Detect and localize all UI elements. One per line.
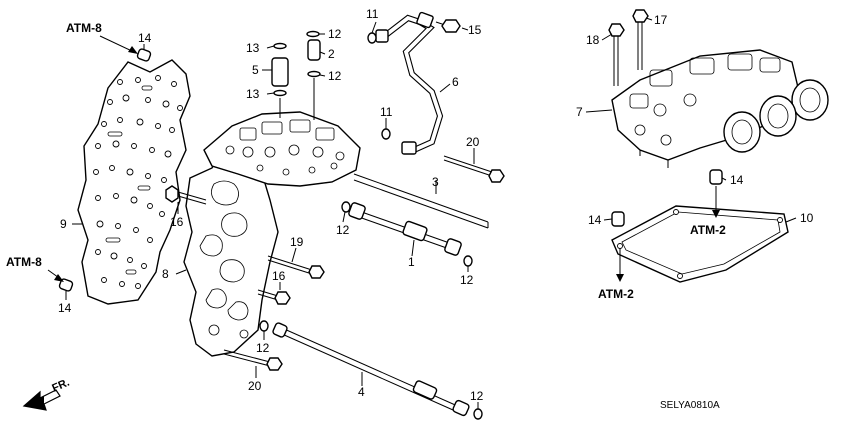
front-direction-arrow: FR. bbox=[22, 377, 71, 411]
callout-3: 3 bbox=[432, 175, 439, 189]
o-ring-12a bbox=[306, 30, 320, 38]
o-ring-12e bbox=[259, 320, 269, 332]
o-ring-12c bbox=[341, 201, 351, 213]
dowel-pin-right-lower bbox=[611, 211, 625, 227]
callout-12-e: 12 bbox=[256, 341, 270, 355]
callout-16-lower: 16 bbox=[272, 269, 286, 283]
callout-13-b: 13 bbox=[246, 87, 260, 101]
callout-14-bottom: 14 bbox=[58, 301, 72, 315]
callout-11-top: 11 bbox=[366, 7, 379, 21]
o-ring-12f bbox=[473, 408, 483, 420]
callout-14-top: 14 bbox=[138, 31, 152, 45]
callout-1: 1 bbox=[408, 255, 415, 269]
callout-18: 18 bbox=[586, 33, 600, 47]
dowel-pin-bottom bbox=[58, 278, 74, 292]
callout-17: 17 bbox=[654, 13, 668, 27]
callout-12-a: 12 bbox=[328, 27, 342, 41]
valve-body-housing bbox=[183, 149, 279, 357]
dowel-pin-right-upper bbox=[709, 169, 723, 185]
callout-14-right-upper: 14 bbox=[730, 173, 744, 187]
callout-12-d: 12 bbox=[460, 273, 474, 287]
callout-14-right-lower: 14 bbox=[588, 213, 602, 227]
callout-11-mid: 11 bbox=[380, 105, 393, 119]
callout-8: 8 bbox=[162, 267, 169, 281]
gasket-10 bbox=[611, 205, 789, 283]
ref-atm8-bottom: ATM-8 bbox=[6, 255, 42, 269]
callout-4: 4 bbox=[358, 385, 365, 399]
callout-12-b: 12 bbox=[328, 69, 342, 83]
callout-12-f: 12 bbox=[470, 389, 484, 403]
ref-atm8-top: ATM-8 bbox=[66, 21, 102, 35]
pipe-4 bbox=[272, 322, 470, 417]
bolt-17 bbox=[632, 9, 649, 70]
diagram-code: SELYA0810A bbox=[660, 400, 720, 411]
o-ring-12d bbox=[463, 255, 473, 267]
valve-2 bbox=[307, 39, 321, 61]
fr-label: FR. bbox=[50, 377, 71, 395]
separator-plate bbox=[77, 59, 191, 305]
pipe-assembly-1 bbox=[348, 202, 462, 256]
callout-2: 2 bbox=[328, 47, 335, 61]
callout-12-c: 12 bbox=[336, 223, 350, 237]
ref-atm2-right: ATM-2 bbox=[690, 223, 726, 237]
washer-11a bbox=[367, 32, 377, 44]
upper-valve-body bbox=[203, 111, 361, 187]
callout-15: 15 bbox=[468, 23, 482, 37]
callout-5: 5 bbox=[252, 63, 259, 77]
callout-20-lower: 20 bbox=[248, 379, 262, 393]
bolt-15 bbox=[435, 19, 461, 33]
callout-7: 7 bbox=[576, 105, 583, 119]
ref-atm2-bottom: ATM-2 bbox=[598, 287, 634, 301]
bolt-20-upper bbox=[443, 155, 505, 183]
valve-5 bbox=[271, 57, 289, 87]
reference-arrows bbox=[47, 35, 720, 282]
feed-pipe bbox=[375, 11, 444, 155]
bolt-20-lower bbox=[223, 349, 283, 371]
o-ring-12b bbox=[307, 70, 321, 78]
callout-6: 6 bbox=[452, 75, 459, 89]
dowel-pin-top bbox=[136, 48, 152, 62]
callout-16-left: 16 bbox=[170, 215, 184, 229]
o-ring-13b bbox=[273, 89, 287, 97]
shaft-3 bbox=[353, 173, 489, 229]
bolt-16-left bbox=[165, 185, 207, 205]
callout-10: 10 bbox=[800, 211, 814, 225]
callout-13-a: 13 bbox=[246, 41, 260, 55]
bolt-16-lower bbox=[257, 289, 291, 305]
callout-19: 19 bbox=[290, 235, 304, 249]
leader-lines bbox=[65, 17, 797, 409]
bolt-19 bbox=[267, 255, 325, 279]
o-ring-13a bbox=[273, 42, 287, 50]
bolt-18 bbox=[608, 23, 625, 86]
washer-11b bbox=[381, 128, 391, 140]
callout-9: 9 bbox=[60, 217, 67, 231]
solenoid-assembly bbox=[611, 49, 829, 168]
callout-20-upper: 20 bbox=[466, 135, 480, 149]
